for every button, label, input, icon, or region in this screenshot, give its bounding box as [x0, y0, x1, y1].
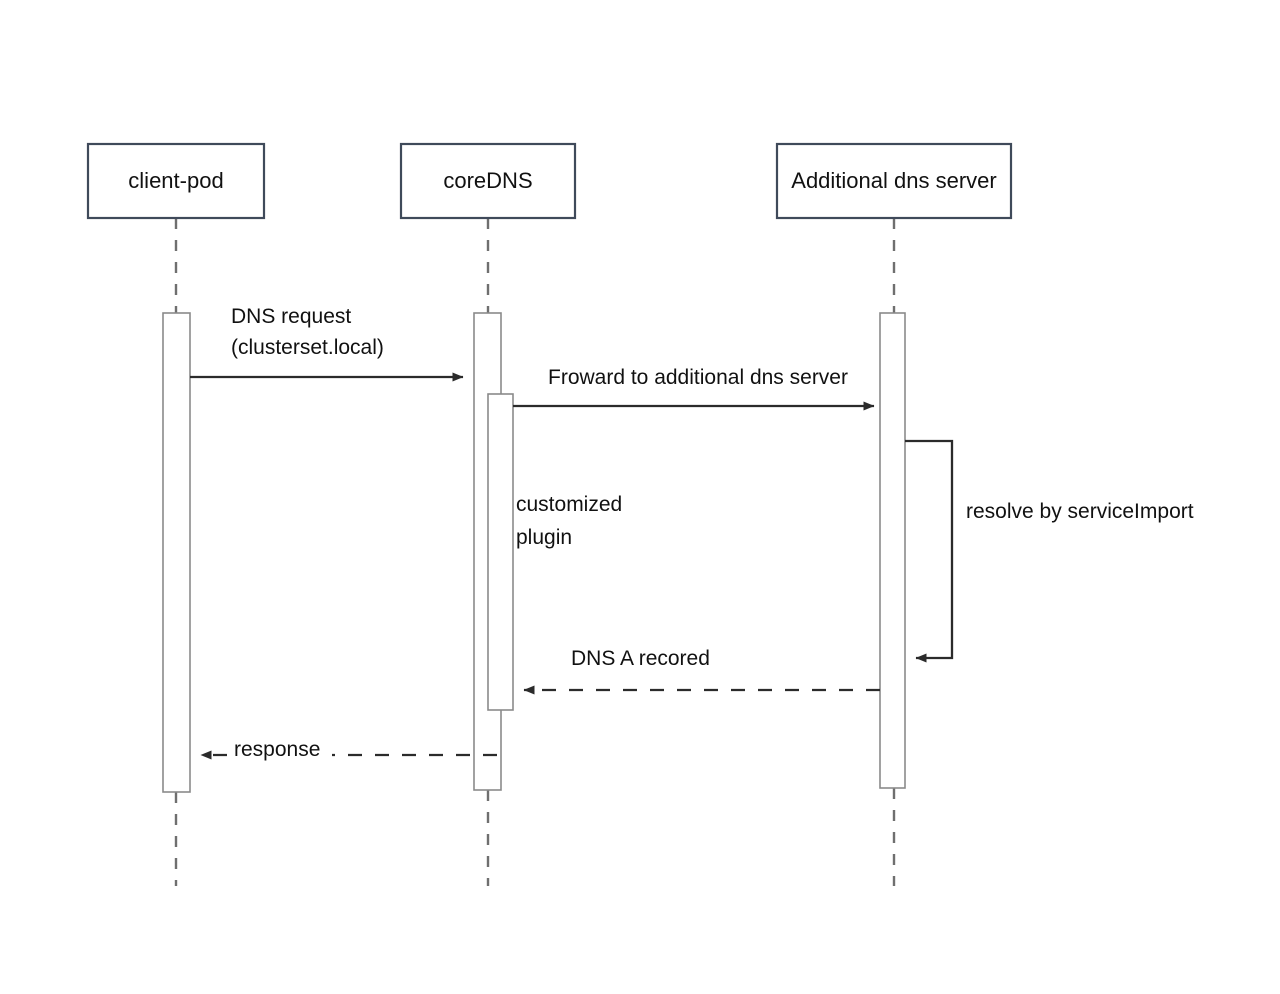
activation-client-pod: [162, 312, 191, 793]
note-customized-plugin-line: plugin: [516, 526, 572, 549]
participants-layer: client-pod coreDNS Additional dns server: [86, 142, 1013, 220]
activation-coredns-plugin: [487, 393, 514, 711]
msg-response-label-bg: [228, 742, 332, 769]
msg-dns-a-record-label: DNS A recored: [571, 647, 710, 670]
note-customized-plugin: customized plugin: [516, 493, 622, 549]
messages-layer: DNS request (clusterset.local) Froward to …: [190, 305, 1194, 769]
msg-forward-label: Froward to additional dns server: [548, 366, 848, 389]
participant-additional-dns[interactable]: Additional dns server: [775, 142, 1013, 220]
note-customized-plugin-line: customized: [516, 493, 622, 516]
participant-box-client-pod[interactable]: [86, 142, 266, 220]
activations-layer: [162, 312, 906, 793]
msg-resolve-self[interactable]: resolve by serviceImport: [905, 439, 1194, 663]
msg-resolve-self-line[interactable]: [905, 439, 954, 663]
msg-response[interactable]: response: [200, 738, 497, 769]
participant-label-coredns: coreDNS: [443, 168, 532, 193]
lifelines-layer: [174, 218, 896, 886]
msg-dns-a-record[interactable]: DNS A recored: [523, 647, 880, 695]
msg-response-label: response: [234, 738, 320, 761]
msg-forward[interactable]: Froward to additional dns server: [513, 366, 875, 411]
msg-dns-request-label: DNS request: [231, 305, 351, 328]
notes-layer: customized plugin: [516, 493, 622, 549]
participant-box-additional-dns[interactable]: [775, 142, 1013, 220]
activation-additional-dns: [879, 312, 906, 789]
participant-coredns[interactable]: coreDNS: [399, 142, 577, 220]
participant-box-coredns[interactable]: [399, 142, 577, 220]
msg-resolve-self-label: resolve by serviceImport: [966, 500, 1194, 523]
msg-dns-request-label: (clusterset.local): [231, 336, 384, 359]
msg-dns-request[interactable]: DNS request (clusterset.local): [190, 305, 464, 382]
participant-label-additional-dns: Additional dns server: [791, 168, 996, 193]
participant-client-pod[interactable]: client-pod: [86, 142, 266, 220]
participant-label-client-pod: client-pod: [128, 168, 223, 193]
